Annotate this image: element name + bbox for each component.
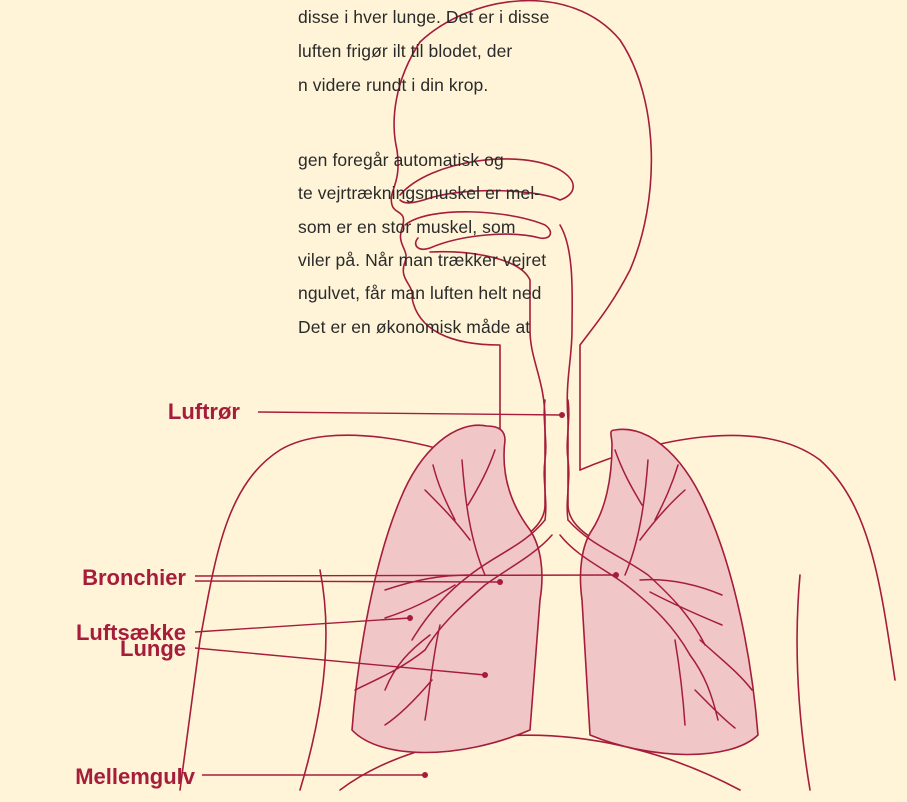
body-text-line-5: gen foregår automatisk og	[298, 145, 504, 177]
right-lung	[580, 429, 758, 754]
dot-lunge	[482, 672, 488, 678]
dot-luftror	[559, 412, 565, 418]
body-text-line-8: viler på. Når man trækker vejret	[298, 245, 546, 277]
body-text-line-9: ngulvet, får man luften helt ned	[298, 278, 542, 310]
body-text-line-3: n videre rundt i din krop.	[298, 70, 488, 102]
right-arm-inner	[797, 575, 810, 790]
label-lunge: Lunge	[120, 636, 186, 662]
dot-bronchier-right	[613, 572, 619, 578]
label-bronchier: Bronchier	[82, 565, 186, 591]
left-arm-inner	[300, 570, 326, 790]
pointer-luftror	[258, 412, 562, 415]
body-text-line-7: som er en stor muskel, som	[298, 212, 516, 244]
body-text-line-6: te vejrtrækningsmuskel er mel-	[298, 178, 540, 210]
dot-luftsaekke	[407, 615, 413, 621]
body-text-line-10: Det er en økonomisk måde at	[298, 312, 530, 344]
pointer-bronchier-2	[195, 581, 500, 582]
label-mellemgulv: Mellemgulv	[75, 764, 195, 790]
dot-mellemgulv	[422, 772, 428, 778]
body-text-line-1: disse i hver lunge. Det er i disse	[298, 2, 549, 34]
pointer-bronchier-1	[195, 575, 616, 576]
body-text-line-2: luften frigør ilt til blodet, der	[298, 36, 512, 68]
dot-bronchier-left	[497, 579, 503, 585]
label-luftror: Luftrør	[168, 399, 240, 425]
